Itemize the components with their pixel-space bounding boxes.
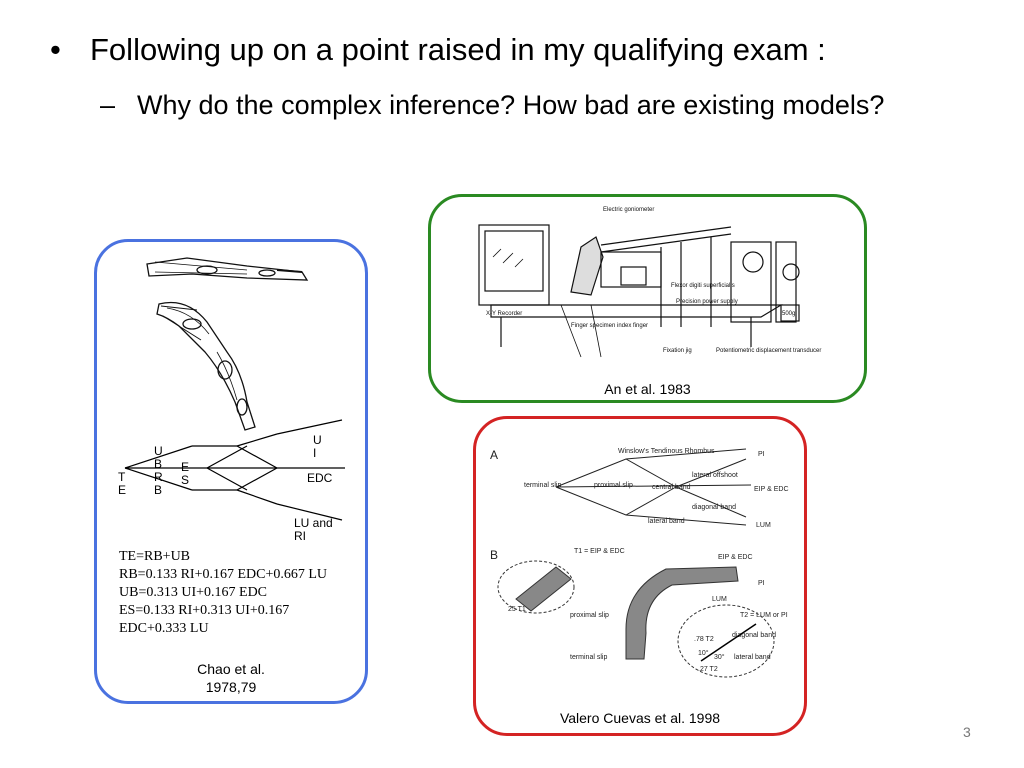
label-lateral-offshoot: lateral offshoot xyxy=(692,472,738,479)
bullet-sub-text: Why do the complex inference? How bad ar… xyxy=(137,90,885,120)
label-b-lateral: lateral band xyxy=(734,654,771,661)
label-terminal-slip: terminal slip xyxy=(524,482,561,489)
label-proximal-slip: proximal slip xyxy=(594,482,633,489)
bullet-main-text: Following up on a point raised in my qua… xyxy=(90,32,826,67)
label-b-78: .78 T2 xyxy=(694,636,714,643)
label-b-27: .27 T2 xyxy=(698,666,718,673)
equation: RB=0.133 RI+0.167 EDC+0.667 LU xyxy=(119,567,328,582)
label-lum: LUM xyxy=(756,522,771,529)
an-caption: An et al. 1983 xyxy=(604,381,691,397)
label-b-lum: LUM xyxy=(712,596,727,603)
label-b-diagonal: diagonal band xyxy=(732,632,776,639)
tendon-network-diagram xyxy=(124,419,345,521)
apparatus-label: X-Y Recorder xyxy=(486,311,522,317)
finger-sketch-image xyxy=(124,257,345,521)
apparatus-drawing-image: Electric goniometer X-Y Recorder Finger … xyxy=(478,207,821,358)
equation: TE=RB+UB xyxy=(119,549,191,564)
equation: ES=0.133 RI+0.313 UI+0.167 xyxy=(119,603,290,618)
apparatus-label: Potentiometric displacement transducer xyxy=(716,348,821,354)
an-panel: Electric goniometer X-Y Recorder Finger … xyxy=(428,194,867,403)
finger-flexed-drawing xyxy=(156,301,256,431)
label-ui: U I xyxy=(313,433,322,460)
bullet-dash: – xyxy=(100,90,116,120)
page-number: 3 xyxy=(963,724,971,740)
apparatus-label: Fixation jig xyxy=(663,348,692,354)
chao-caption: Chao et al. 1978,79 xyxy=(197,661,265,695)
label-b-25: 25 T1 xyxy=(508,606,526,613)
finger-extended-drawing xyxy=(146,257,309,281)
apparatus-label: Finger specimen index finger xyxy=(571,323,648,329)
label-b-proximal: proximal slip xyxy=(570,612,609,619)
valero-panel: A Winslow's Tendinous Rhombus PI termina… xyxy=(473,416,807,736)
chao-panel: T E U B R B E S U I EDC LU and RI TE=RB+… xyxy=(94,239,368,704)
label-b-10: 10° xyxy=(698,649,709,657)
label-te: T E xyxy=(118,470,127,497)
label-pi: PI xyxy=(758,451,765,458)
label-ub-rb: U B R B xyxy=(154,444,163,497)
label-b-pi: PI xyxy=(758,580,765,587)
panel-b-letter: B xyxy=(490,548,498,562)
apparatus-label: 500g xyxy=(782,311,795,317)
label-lateral-band: lateral band xyxy=(648,518,685,525)
bullet-dot: • xyxy=(50,32,61,67)
label-b-terminal: terminal slip xyxy=(570,654,607,661)
label-t1: T1 = EIP & EDC xyxy=(574,548,625,555)
valero-figure-image: A Winslow's Tendinous Rhombus PI termina… xyxy=(490,448,789,678)
label-es: E S xyxy=(181,460,190,487)
apparatus-label: Flexor digiti superficialis xyxy=(671,283,735,289)
label-b-eip: EIP & EDC xyxy=(718,554,753,561)
apparatus-label: Precision power supply xyxy=(676,299,738,305)
rhombus-title: Winslow's Tendinous Rhombus xyxy=(618,448,715,455)
equation: UB=0.313 UI+0.167 EDC xyxy=(119,585,268,600)
label-b-t2: T2 = LUM or PI xyxy=(740,612,788,619)
label-lu-ri: LU and RI xyxy=(294,516,333,543)
apparatus-label: Electric goniometer xyxy=(603,207,654,213)
label-central-band: central band xyxy=(652,484,691,491)
equation: EDC+0.333 LU xyxy=(119,621,209,636)
label-edc: EDC xyxy=(307,471,333,485)
label-b-30: 30° xyxy=(714,653,725,661)
equation-list: TE=RB+UB RB=0.133 RI+0.167 EDC+0.667 LU … xyxy=(119,548,327,638)
label-eip-edc: EIP & EDC xyxy=(754,486,789,493)
label-diagonal-band: diagonal band xyxy=(692,504,736,511)
valero-caption: Valero Cuevas et al. 1998 xyxy=(559,710,721,726)
panel-a-letter: A xyxy=(490,448,498,462)
